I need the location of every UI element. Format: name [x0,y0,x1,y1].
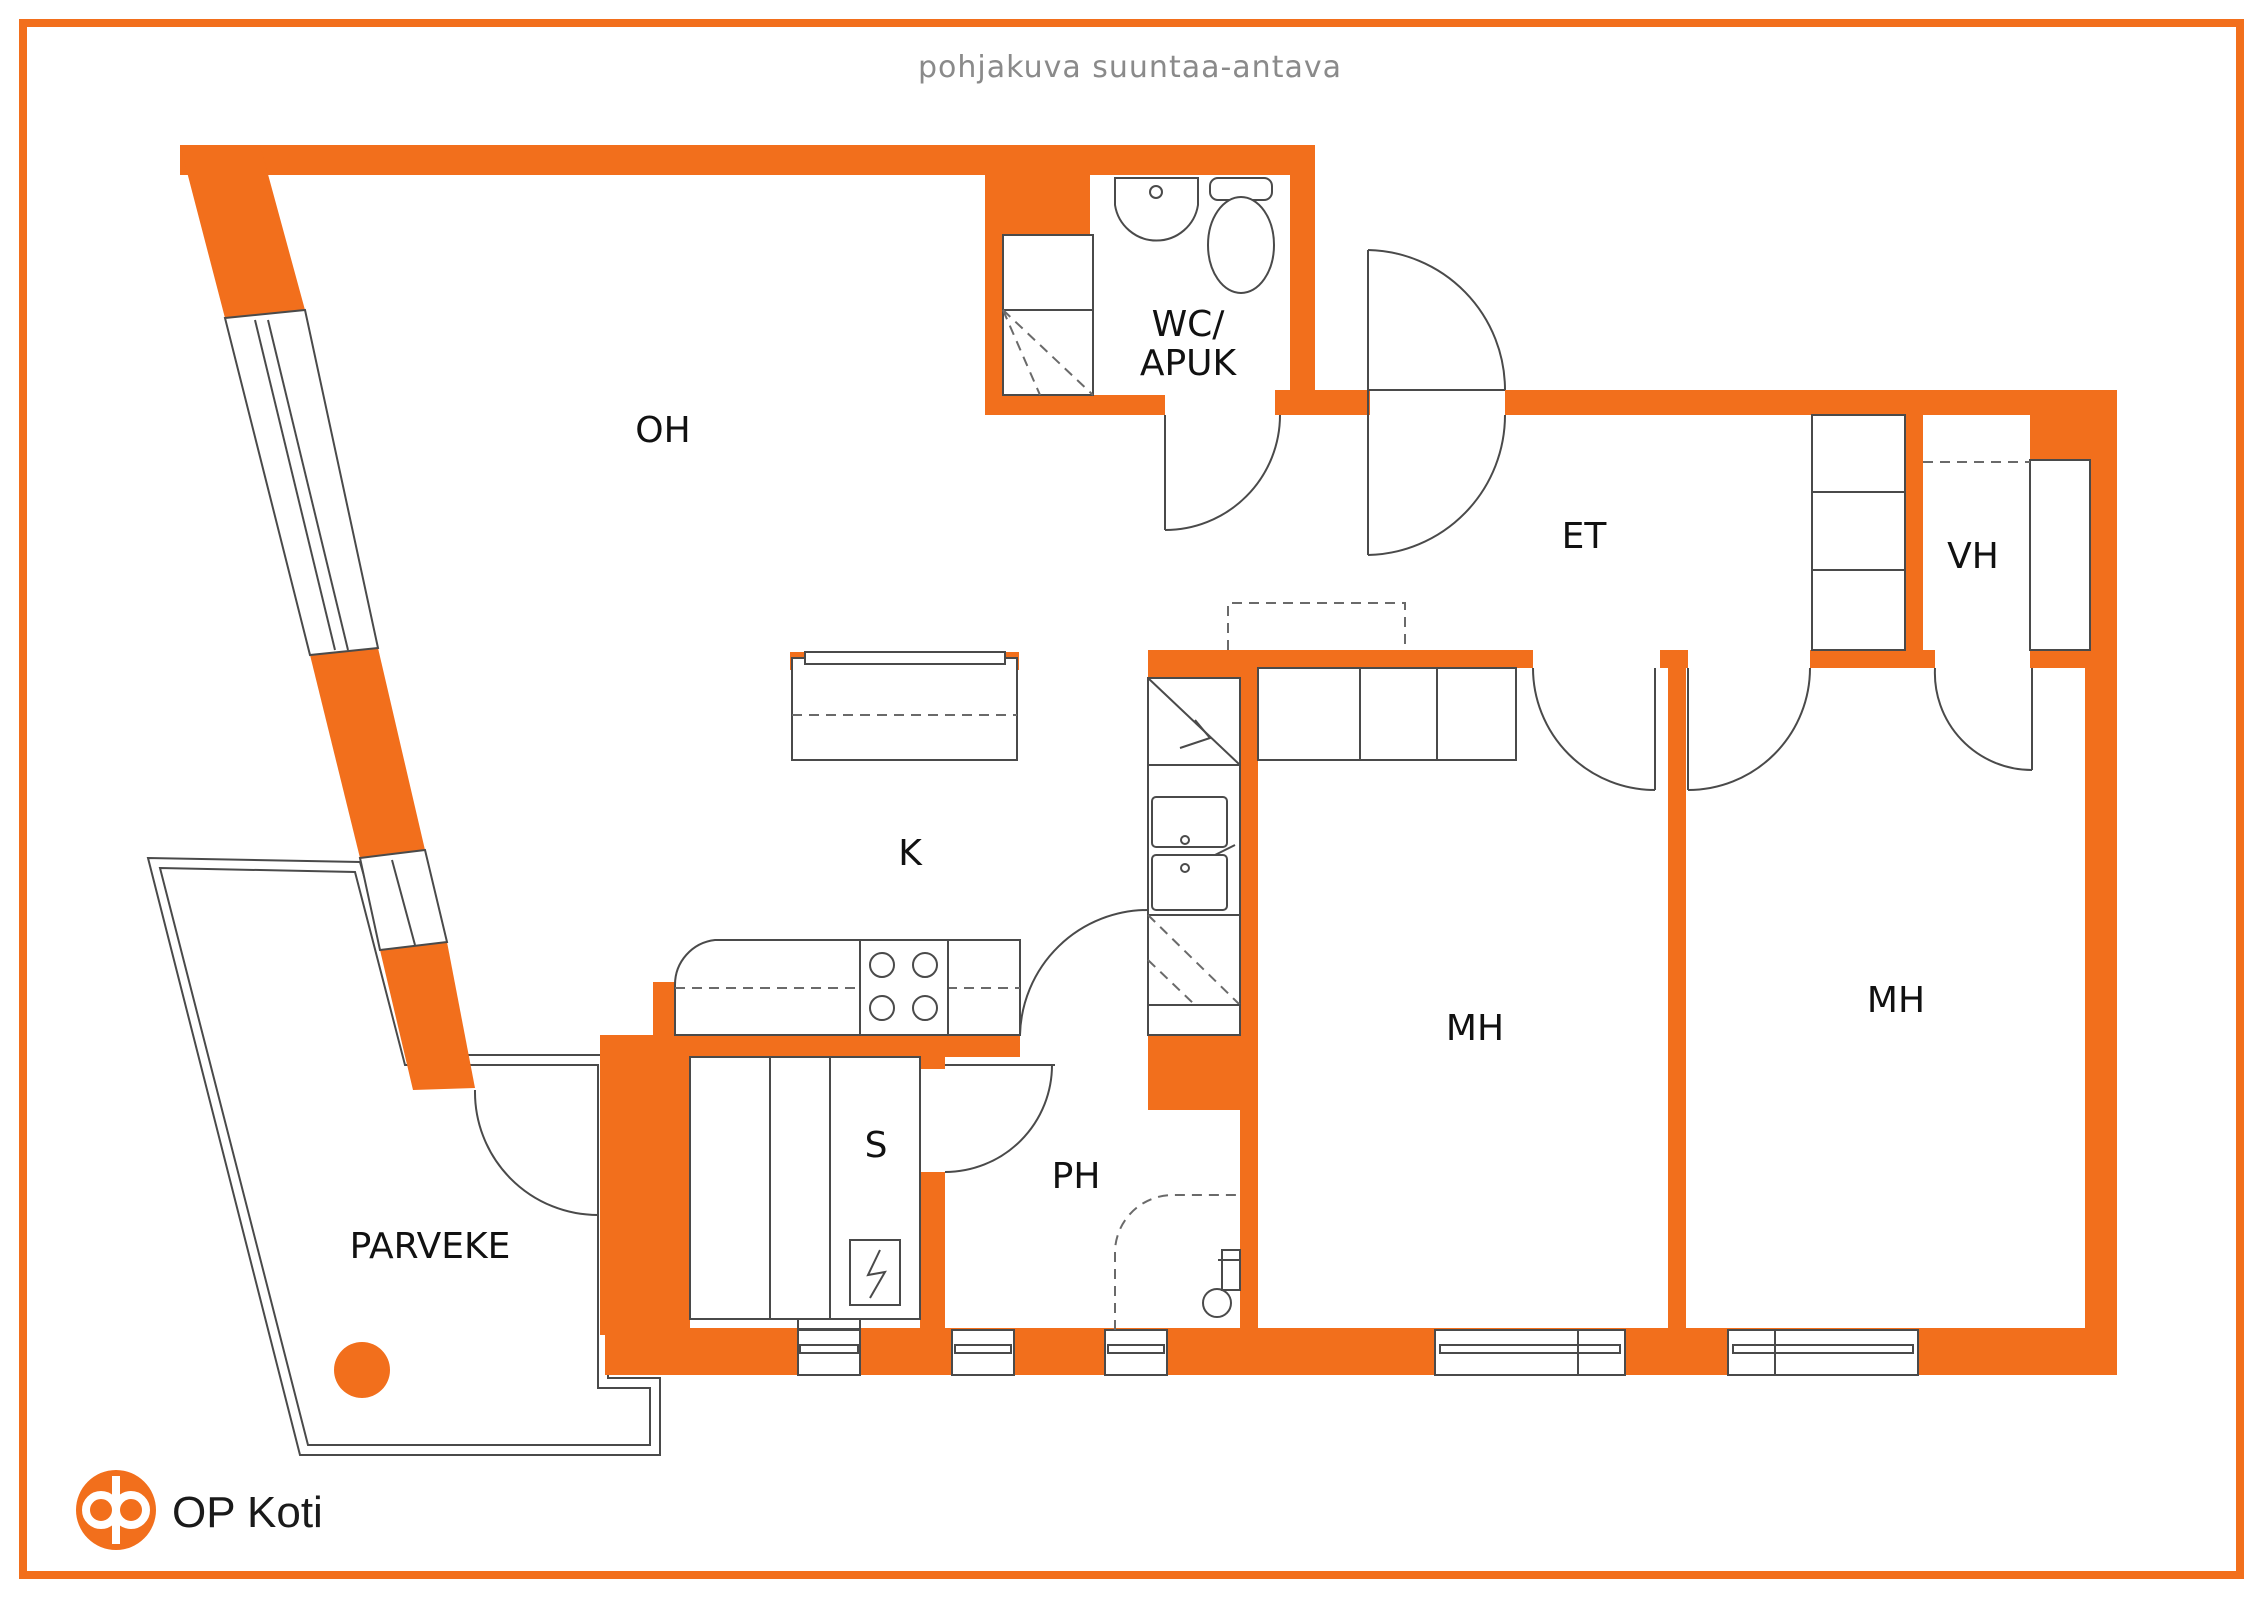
room-label-k: K [898,833,923,874]
room-labels: OH WC/ APUK ET VH K MH MH S PH PARVEKE [350,304,1999,1267]
brand-name: OP Koti [172,1488,323,1537]
balcony-outline [146,856,661,1456]
plan-caption: pohjakuva suuntaa-antava [918,50,1342,85]
op-logo-icon [76,1470,156,1550]
room-label-ph: PH [1052,1156,1101,1197]
kitchen-counter [673,939,1021,1036]
shower-icon [1202,1249,1241,1318]
room-label-parveke: PARVEKE [350,1226,511,1267]
brand-logo: OP Koti [76,1470,323,1550]
page-frame [19,19,2244,1579]
balcony-drain-icon [334,1342,390,1398]
doors [473,249,2033,1216]
fixtures [673,177,2091,1330]
wc-sink-icon [1114,177,1199,242]
sauna-stove-icon [849,1239,901,1306]
room-label-s: S [865,1125,888,1166]
room-label-oh: OH [635,410,690,451]
windows [223,308,1919,1376]
stove-burner-icon [912,952,938,978]
stove-burner-icon [869,995,895,1021]
room-label-mh-2: MH [1867,980,1925,1021]
stove-burner-icon [912,995,938,1021]
room-label-vh: VH [1947,536,1999,577]
toilet-icon [1207,177,1275,294]
room-label-et: ET [1562,516,1608,557]
stove-burner-icon [869,952,895,978]
kitchen-island [791,657,1018,761]
room-label-mh-1: MH [1446,1008,1504,1049]
room-label-apuk: APUK [1140,343,1238,384]
kitchen-sink-icon [1151,796,1236,911]
room-label-wc: WC/ [1152,304,1226,345]
